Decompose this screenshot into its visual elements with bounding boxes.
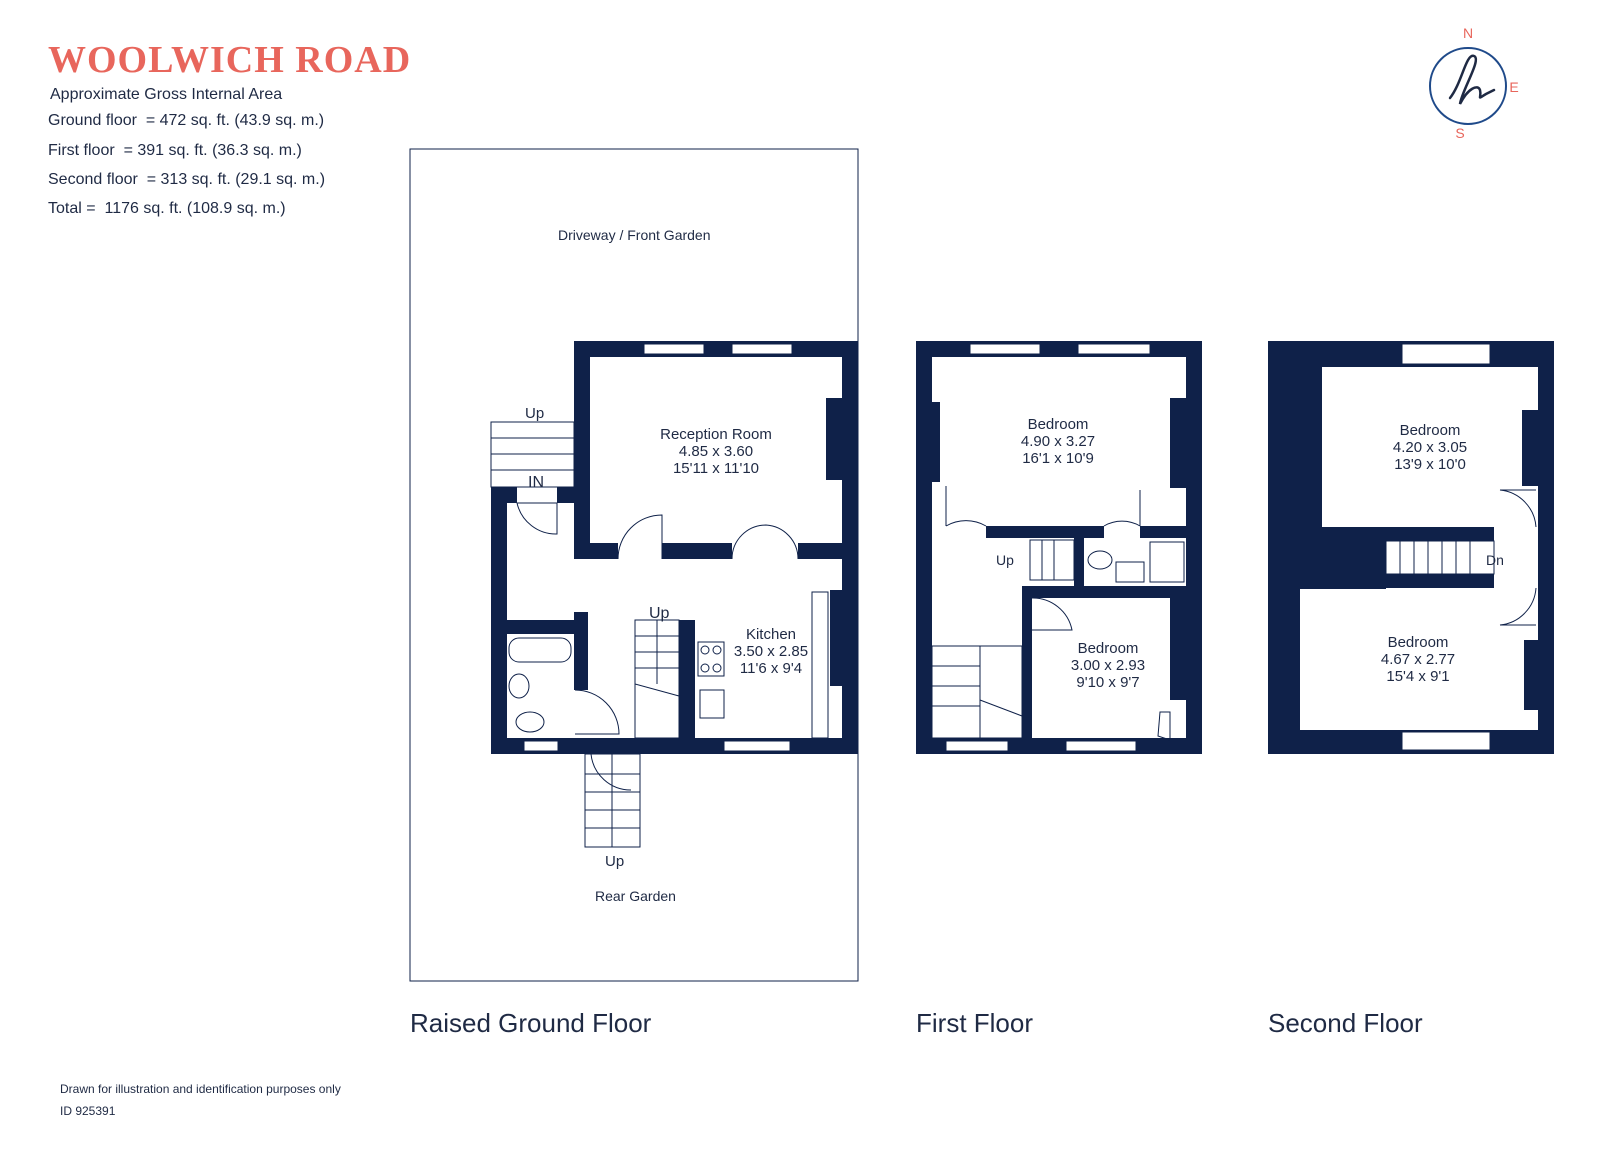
entrance-label: IN [528, 474, 544, 491]
plot-boundary [409, 148, 859, 982]
first-floor-title: First Floor [916, 1008, 1033, 1038]
second-bedroom-rear-metric: 4.67 x 2.77 [1380, 651, 1456, 668]
first-bedroom-rear-metric: 3.00 x 2.93 [1070, 657, 1146, 674]
first-bedroom-front-imperial: 16'1 x 10'9 [1022, 450, 1094, 467]
kitchen-label: Kitchen 3.50 x 2.85 11'6 x 9'4 [726, 626, 816, 677]
toilet [515, 711, 545, 733]
driveway-label: Driveway / Front Garden [558, 227, 711, 243]
second-floor-title: Second Floor [1268, 1008, 1423, 1038]
first-bedroom-front-name: Bedroom [1027, 416, 1089, 433]
reception-name: Reception Room [660, 426, 772, 443]
first-up-label: Up [996, 552, 1014, 568]
stairs-up-label: Up [649, 605, 670, 622]
plan-title: WOOLWICH ROAD [48, 39, 412, 81]
second-stairs [1385, 540, 1495, 575]
first-bedroom-rear-name: Bedroom [1077, 640, 1139, 657]
first-bedroom-front-label: Bedroom 4.90 x 3.27 16'1 x 10'9 [1008, 416, 1108, 467]
kitchen-imperial: 11'6 x 9'4 [739, 660, 803, 677]
compass-s: S [1455, 125, 1464, 141]
ground-floor-title: Raised Ground Floor [410, 1008, 652, 1038]
second-bedroom-rear-imperial: 15'4 x 9'1 [1386, 668, 1450, 685]
area-total: Total = 1176 sq. ft. (108.9 sq. m.) [48, 200, 286, 217]
area-ground: Ground floor = 472 sq. ft. (43.9 sq. m.) [48, 112, 325, 129]
second-bedroom-front-imperial: 13'9 x 10'0 [1394, 456, 1466, 473]
basin [508, 673, 530, 699]
front-stairs [490, 421, 575, 488]
first-walls [916, 341, 1202, 754]
ground-internal-stairs [634, 619, 680, 739]
bathtub [508, 637, 572, 663]
disclaimer-text: Drawn for illustration and identificatio… [60, 1082, 341, 1096]
rear-stairs [584, 753, 641, 848]
first-stairs [931, 539, 1075, 739]
reception-room-label: Reception Room 4.85 x 3.60 15'11 x 11'10 [650, 426, 782, 477]
reception-imperial: 15'11 x 11'10 [672, 460, 760, 477]
ground-walls [491, 341, 858, 754]
area-second: Second floor = 313 sq. ft. (29.1 sq. m.) [48, 171, 326, 188]
hob [697, 641, 725, 677]
area-subtitle: Approximate Gross Internal Area [50, 86, 283, 103]
kitchen-metric: 3.50 x 2.85 [733, 643, 809, 660]
compass-logo: N S W E [1429, 28, 1519, 141]
second-down-label: Dn [1486, 552, 1504, 568]
second-bedroom-rear-label: Bedroom 4.67 x 2.77 15'4 x 9'1 [1368, 634, 1468, 685]
rear-garden-label: Rear Garden [595, 888, 676, 904]
second-walls [1268, 341, 1554, 754]
compass-n: N [1463, 28, 1473, 41]
front-up-label: Up [525, 405, 545, 422]
second-bedroom-front-metric: 4.20 x 3.05 [1392, 439, 1468, 456]
second-bedroom-front-label: Bedroom 4.20 x 3.05 13'9 x 10'0 [1380, 422, 1480, 473]
rear-up-label: Up [605, 853, 625, 870]
compass-e: E [1509, 79, 1518, 95]
area-first: First floor = 391 sq. ft. (36.3 sq. m.) [48, 142, 302, 159]
plan-id: ID 925391 [60, 1104, 116, 1118]
second-bedroom-rear-name: Bedroom [1387, 634, 1449, 651]
first-bedroom-rear-imperial: 9'10 x 9'7 [1076, 674, 1140, 691]
reception-metric: 4.85 x 3.60 [678, 443, 754, 460]
first-bedroom-rear-label: Bedroom 3.00 x 2.93 9'10 x 9'7 [1058, 640, 1158, 691]
kitchen-name: Kitchen [745, 626, 797, 643]
shower [1149, 541, 1185, 583]
second-bedroom-front-name: Bedroom [1399, 422, 1461, 439]
kitchen-sink [699, 689, 725, 719]
first-bedroom-front-metric: 4.90 x 3.27 [1020, 433, 1096, 450]
